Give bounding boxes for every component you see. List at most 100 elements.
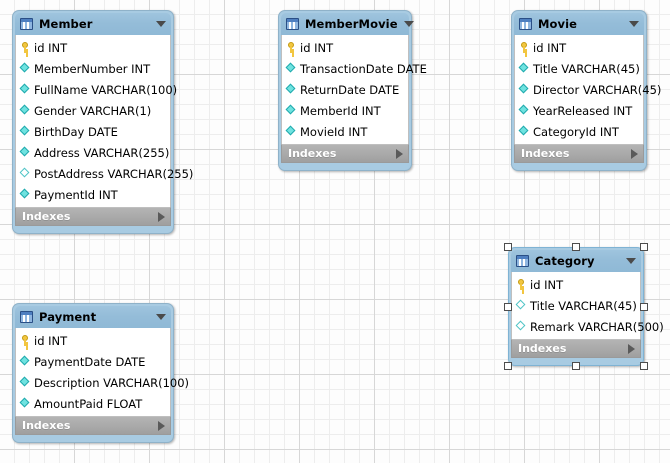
column-name: Remark VARCHAR(500) <box>530 319 664 334</box>
column-name: PostAddress VARCHAR(255) <box>34 166 194 181</box>
resize-handle-nw[interactable] <box>504 243 512 251</box>
column-icon <box>20 188 31 201</box>
column-icon <box>519 83 530 96</box>
chevron-right-icon[interactable] <box>158 420 165 431</box>
column-row[interactable]: id INT <box>515 37 643 58</box>
column-name: PaymentDate DATE <box>34 354 146 369</box>
column-row[interactable]: id INT <box>16 37 170 58</box>
column-row[interactable]: TransactionDate DATE <box>282 58 427 79</box>
table-icon <box>516 255 529 267</box>
column-list: id INT Title VARCHAR(45)Director VARCHAR(… <box>514 35 661 144</box>
resize-handle-ne[interactable] <box>640 243 648 251</box>
chevron-right-icon[interactable] <box>396 148 403 159</box>
column-row[interactable]: YearReleased INT <box>515 100 643 121</box>
column-name: MemberNumber INT <box>34 61 151 76</box>
column-row[interactable]: Director VARCHAR(45) <box>515 79 661 100</box>
column-icon <box>20 83 31 96</box>
indexes-section[interactable]: Indexes <box>15 416 171 435</box>
primary-key-icon <box>20 334 31 347</box>
chevron-down-icon[interactable] <box>629 21 639 27</box>
column-row[interactable]: Title VARCHAR(45) <box>512 295 640 316</box>
column-name: AmountPaid FLOAT <box>34 396 143 411</box>
indexes-label: Indexes <box>521 147 570 160</box>
column-name: YearReleased INT <box>533 103 633 118</box>
column-row[interactable]: ReturnDate DATE <box>282 79 408 100</box>
primary-key-icon <box>20 41 31 54</box>
table-header[interactable]: Movie <box>514 13 644 35</box>
column-name: Address VARCHAR(255) <box>34 145 170 160</box>
column-row[interactable]: Description VARCHAR(100) <box>16 372 189 393</box>
chevron-down-icon[interactable] <box>156 314 166 320</box>
column-icon <box>20 146 31 159</box>
column-name: Description VARCHAR(100) <box>34 375 190 390</box>
column-row[interactable]: FullName VARCHAR(100) <box>16 79 177 100</box>
column-name: BirthDay DATE <box>34 124 118 139</box>
column-row[interactable]: PaymentDate DATE <box>16 351 170 372</box>
column-name: id INT <box>533 40 567 55</box>
column-row[interactable]: MemberId INT <box>282 100 408 121</box>
column-name: id INT <box>530 277 564 292</box>
column-row[interactable]: Address VARCHAR(255) <box>16 142 170 163</box>
resize-handle-e[interactable] <box>640 302 648 311</box>
chevron-right-icon[interactable] <box>158 211 165 222</box>
column-icon <box>20 104 31 117</box>
table-node-category[interactable]: Category id INT Title VARCHAR(45) Remark VA… <box>504 243 664 370</box>
table-title: MemberMovie <box>305 17 398 31</box>
column-row[interactable]: PaymentId INT <box>16 184 170 205</box>
column-row[interactable]: Gender VARCHAR(1) <box>16 100 170 121</box>
chevron-right-icon[interactable] <box>631 148 638 159</box>
chevron-down-icon[interactable] <box>626 258 636 264</box>
table-node-movie[interactable]: Movie id INT Title VARCHAR(45)Director VAR… <box>511 10 661 171</box>
table-header[interactable]: Payment <box>15 306 171 328</box>
table-header[interactable]: MemberMovie <box>281 13 414 35</box>
column-row[interactable]: PostAddress VARCHAR(255) <box>16 163 193 184</box>
table-icon <box>519 18 532 30</box>
column-row[interactable]: MemberNumber INT <box>16 58 170 79</box>
column-icon <box>20 125 31 138</box>
column-name: MovieId INT <box>300 124 368 139</box>
column-row[interactable]: Remark VARCHAR(500) <box>512 316 664 337</box>
column-nullable-icon <box>516 299 527 312</box>
column-name: id INT <box>34 333 68 348</box>
table-icon <box>20 18 33 30</box>
column-icon <box>20 355 31 368</box>
column-row[interactable]: id INT <box>16 330 170 351</box>
indexes-section[interactable]: Indexes <box>511 339 641 358</box>
table-header[interactable]: Member <box>15 13 171 35</box>
indexes-section[interactable]: Indexes <box>514 144 644 163</box>
column-name: MemberId INT <box>300 103 381 118</box>
table-title: Member <box>39 17 93 31</box>
column-row[interactable]: CategoryId INT <box>515 121 643 142</box>
column-row[interactable]: MovieId INT <box>282 121 408 142</box>
resize-handle-n[interactable] <box>572 243 580 251</box>
column-icon <box>286 83 297 96</box>
resize-handle-sw[interactable] <box>504 362 512 370</box>
table-title: Category <box>535 254 595 268</box>
column-name: FullName VARCHAR(100) <box>34 82 178 97</box>
column-row[interactable]: id INT <box>512 274 640 295</box>
resize-handle-w[interactable] <box>504 302 512 311</box>
column-name: PaymentId INT <box>34 187 118 202</box>
column-row[interactable]: Title VARCHAR(45) <box>515 58 643 79</box>
column-nullable-icon <box>20 167 31 180</box>
table-header[interactable]: Category <box>511 250 641 272</box>
column-row[interactable]: id INT <box>282 37 408 58</box>
indexes-section[interactable]: Indexes <box>15 207 171 226</box>
column-name: CategoryId INT <box>533 124 619 139</box>
column-list: id INT MemberNumber INT FullName VARCHAR(1… <box>15 35 193 207</box>
table-node-member[interactable]: Member id INT MemberNumber INT FullName VAR… <box>12 10 193 234</box>
column-row[interactable]: AmountPaid FLOAT <box>16 393 170 414</box>
resize-handle-se[interactable] <box>640 362 648 370</box>
chevron-down-icon[interactable] <box>156 21 166 27</box>
chevron-right-icon[interactable] <box>628 343 635 354</box>
indexes-section[interactable]: Indexes <box>281 144 409 163</box>
chevron-down-icon[interactable] <box>403 21 414 27</box>
resize-handle-s[interactable] <box>572 362 580 370</box>
column-icon <box>286 125 297 138</box>
column-row[interactable]: BirthDay DATE <box>16 121 170 142</box>
primary-key-icon <box>519 41 530 54</box>
column-icon <box>20 376 31 389</box>
table-node-payment[interactable]: Payment id INT PaymentDate DATE Description… <box>12 303 189 443</box>
